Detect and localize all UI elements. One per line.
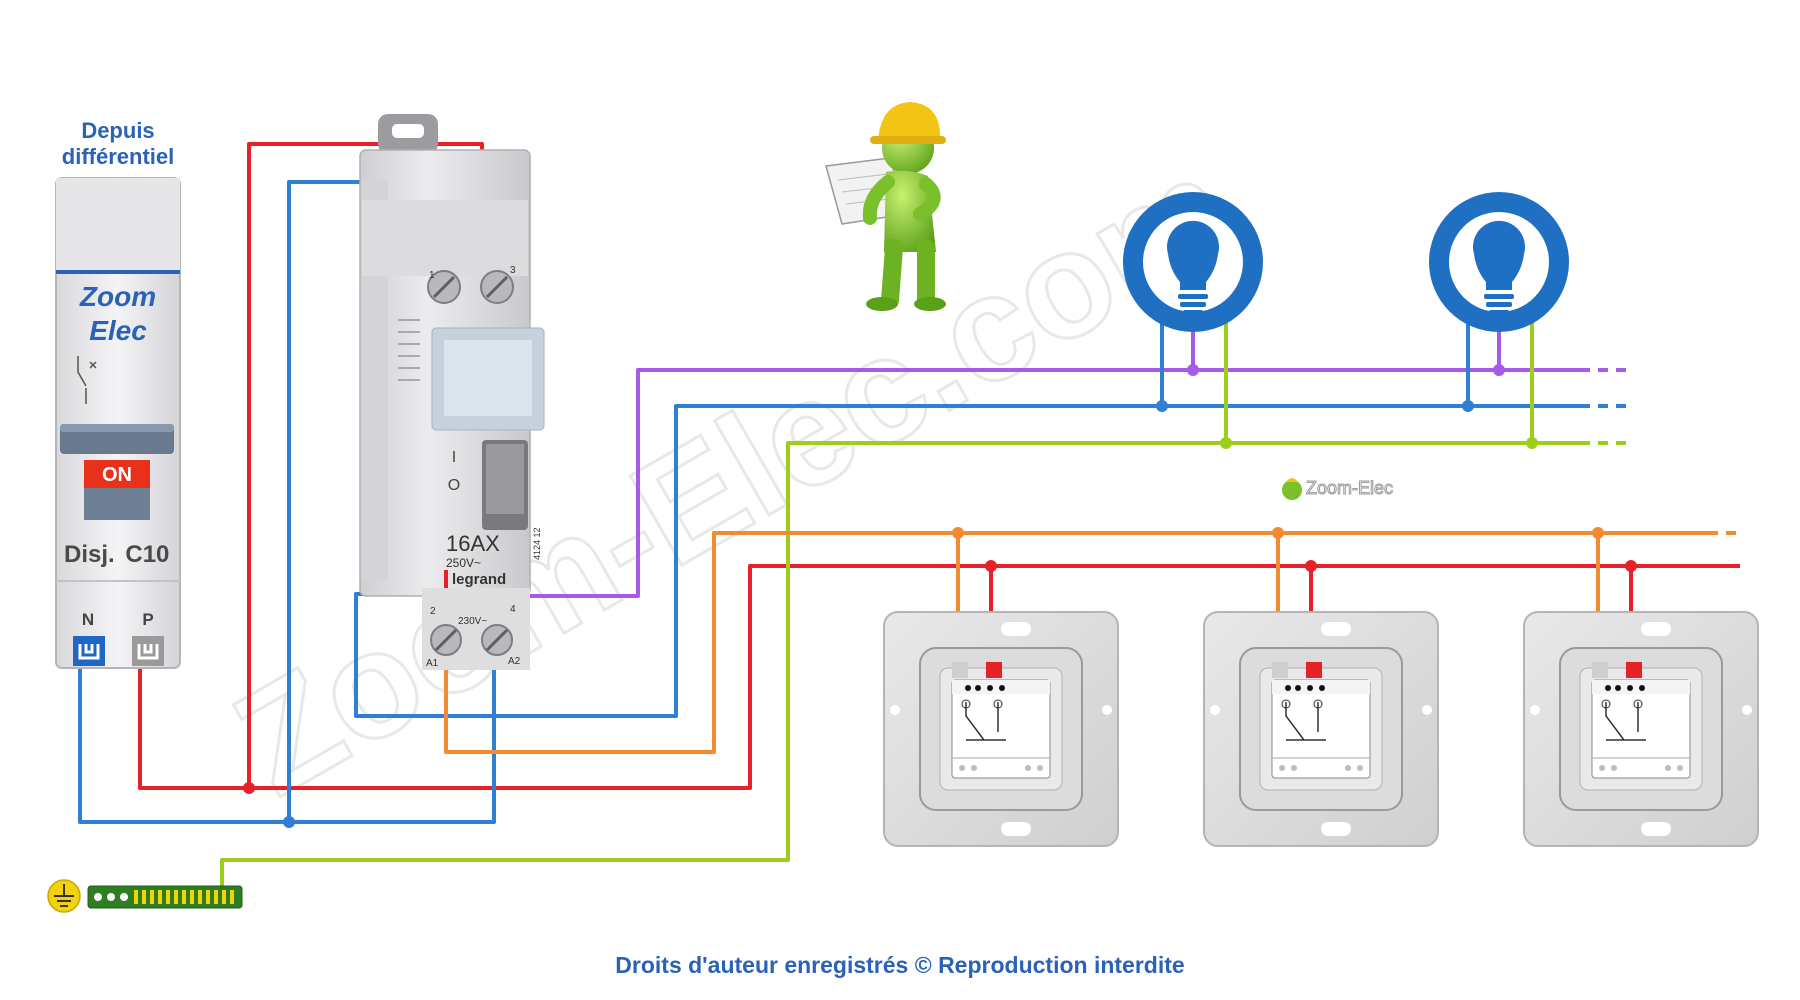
junctions	[243, 364, 1637, 828]
wire-phase-main	[138, 564, 1730, 790]
breaker-brand-line1: Zoom	[79, 281, 156, 312]
relay-voltage: 250V~	[446, 556, 481, 570]
pushbutton-icon	[1591, 662, 1691, 779]
lamp-2	[1429, 192, 1569, 332]
relay-pos-on: I	[452, 449, 456, 466]
junction-dot	[243, 782, 255, 794]
small-logo: Zoom-Elec	[1282, 478, 1394, 500]
earth-bar	[47, 879, 243, 913]
junction-dot	[1156, 400, 1168, 412]
relay-terminal-1: 1	[429, 270, 435, 281]
relay-rating: 16AX	[446, 531, 500, 556]
junction-dot	[283, 816, 295, 828]
junction-dot	[1592, 527, 1604, 539]
copyright-notice: Droits d'auteur enregistrés © Reproducti…	[615, 952, 1184, 978]
junction-dot	[1187, 364, 1199, 376]
earth-symbol-icon	[47, 879, 81, 913]
relay-ref: 4124 12	[532, 527, 542, 560]
breaker-brand-line2: Elec	[89, 315, 147, 346]
terminal-n-icon	[73, 636, 105, 666]
relay-coil-voltage: 230V~	[458, 616, 487, 627]
wire-earth	[220, 441, 1580, 888]
junction-dot	[1272, 527, 1284, 539]
junction-dot	[1220, 437, 1232, 449]
junction-dot	[985, 560, 997, 572]
breaker-lever	[84, 488, 150, 520]
relay-a2: A2	[508, 656, 521, 667]
lamp-icon	[1167, 220, 1219, 315]
source-label-line2: différentiel	[62, 144, 174, 169]
breaker-on-label: ON	[102, 464, 132, 486]
relay-terminal-3: 3	[510, 265, 516, 276]
lamp-icon	[1473, 220, 1525, 315]
relay-brand: legrand	[452, 571, 506, 588]
pushbutton-icon	[951, 662, 1051, 779]
screw-terminal-icon	[480, 270, 514, 304]
breaker-model-prefix: Disj.	[64, 541, 115, 568]
worker-icon	[825, 102, 946, 311]
terminal-n-label: N	[82, 610, 94, 629]
breaker-model-rating: C10	[125, 541, 169, 568]
junction-dot	[1526, 437, 1538, 449]
screw-terminal-icon	[430, 624, 462, 656]
pushbutton-1	[883, 611, 1119, 847]
relay-a1: A1	[426, 658, 439, 669]
source-label-line1: Depuis	[81, 118, 154, 143]
impulse-relay: 1 3 I O 16AX 250V~ legrand 4124 12 2 4 2…	[359, 114, 545, 670]
pushbutton-icon	[1271, 662, 1371, 779]
relay-terminal-2: 2	[430, 606, 436, 617]
junction-dot	[952, 527, 964, 539]
junction-dot	[1493, 364, 1505, 376]
breaker-symbol-icon	[77, 356, 97, 404]
lamp-1	[1123, 192, 1263, 332]
svg-text:Disj. C10: Disj. C10	[64, 541, 169, 568]
wire-control	[444, 531, 1708, 754]
junction-dot	[1462, 400, 1474, 412]
junction-dot	[1625, 560, 1637, 572]
circuit-breaker: Zoom Elec ON Disj. C10 N P	[55, 177, 181, 669]
relay-terminal-4: 4	[510, 604, 516, 615]
screw-terminal-icon	[427, 270, 461, 304]
screw-terminal-icon	[481, 624, 513, 656]
small-logo-text: Zoom-Elec	[1306, 478, 1393, 498]
pushbutton-3	[1523, 611, 1759, 847]
terminal-p-label: P	[142, 610, 153, 629]
junction-dot	[1305, 560, 1317, 572]
terminal-p-icon	[132, 636, 164, 666]
relay-pos-off: O	[448, 477, 460, 494]
source-label: Depuis différentiel	[62, 118, 174, 169]
wires	[78, 142, 1744, 888]
pushbutton-2	[1203, 611, 1439, 847]
breaker-on-indicator	[84, 460, 150, 488]
wire-return-lamps	[494, 368, 1580, 598]
